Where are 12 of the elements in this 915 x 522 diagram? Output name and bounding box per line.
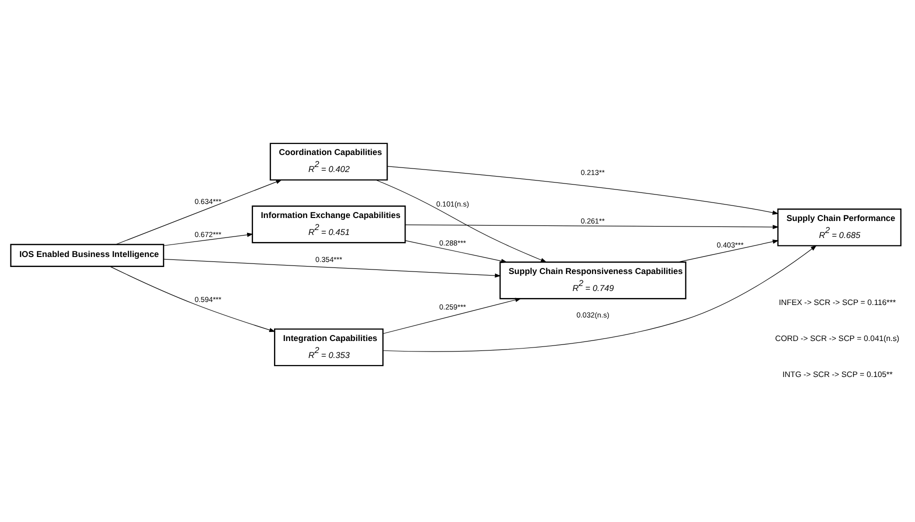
arrow bbox=[678, 239, 779, 262]
arrow bbox=[110, 266, 276, 332]
node-box: IOS Enabled Business Intelligence bbox=[10, 243, 164, 266]
arrow bbox=[382, 297, 522, 334]
arrow bbox=[386, 165, 779, 214]
arrow bbox=[163, 258, 501, 278]
arrow bbox=[163, 232, 254, 246]
arrow bbox=[116, 179, 282, 244]
arrow bbox=[404, 240, 508, 263]
arrow bbox=[376, 179, 547, 262]
arrow bbox=[405, 224, 779, 229]
arrow bbox=[382, 244, 817, 352]
